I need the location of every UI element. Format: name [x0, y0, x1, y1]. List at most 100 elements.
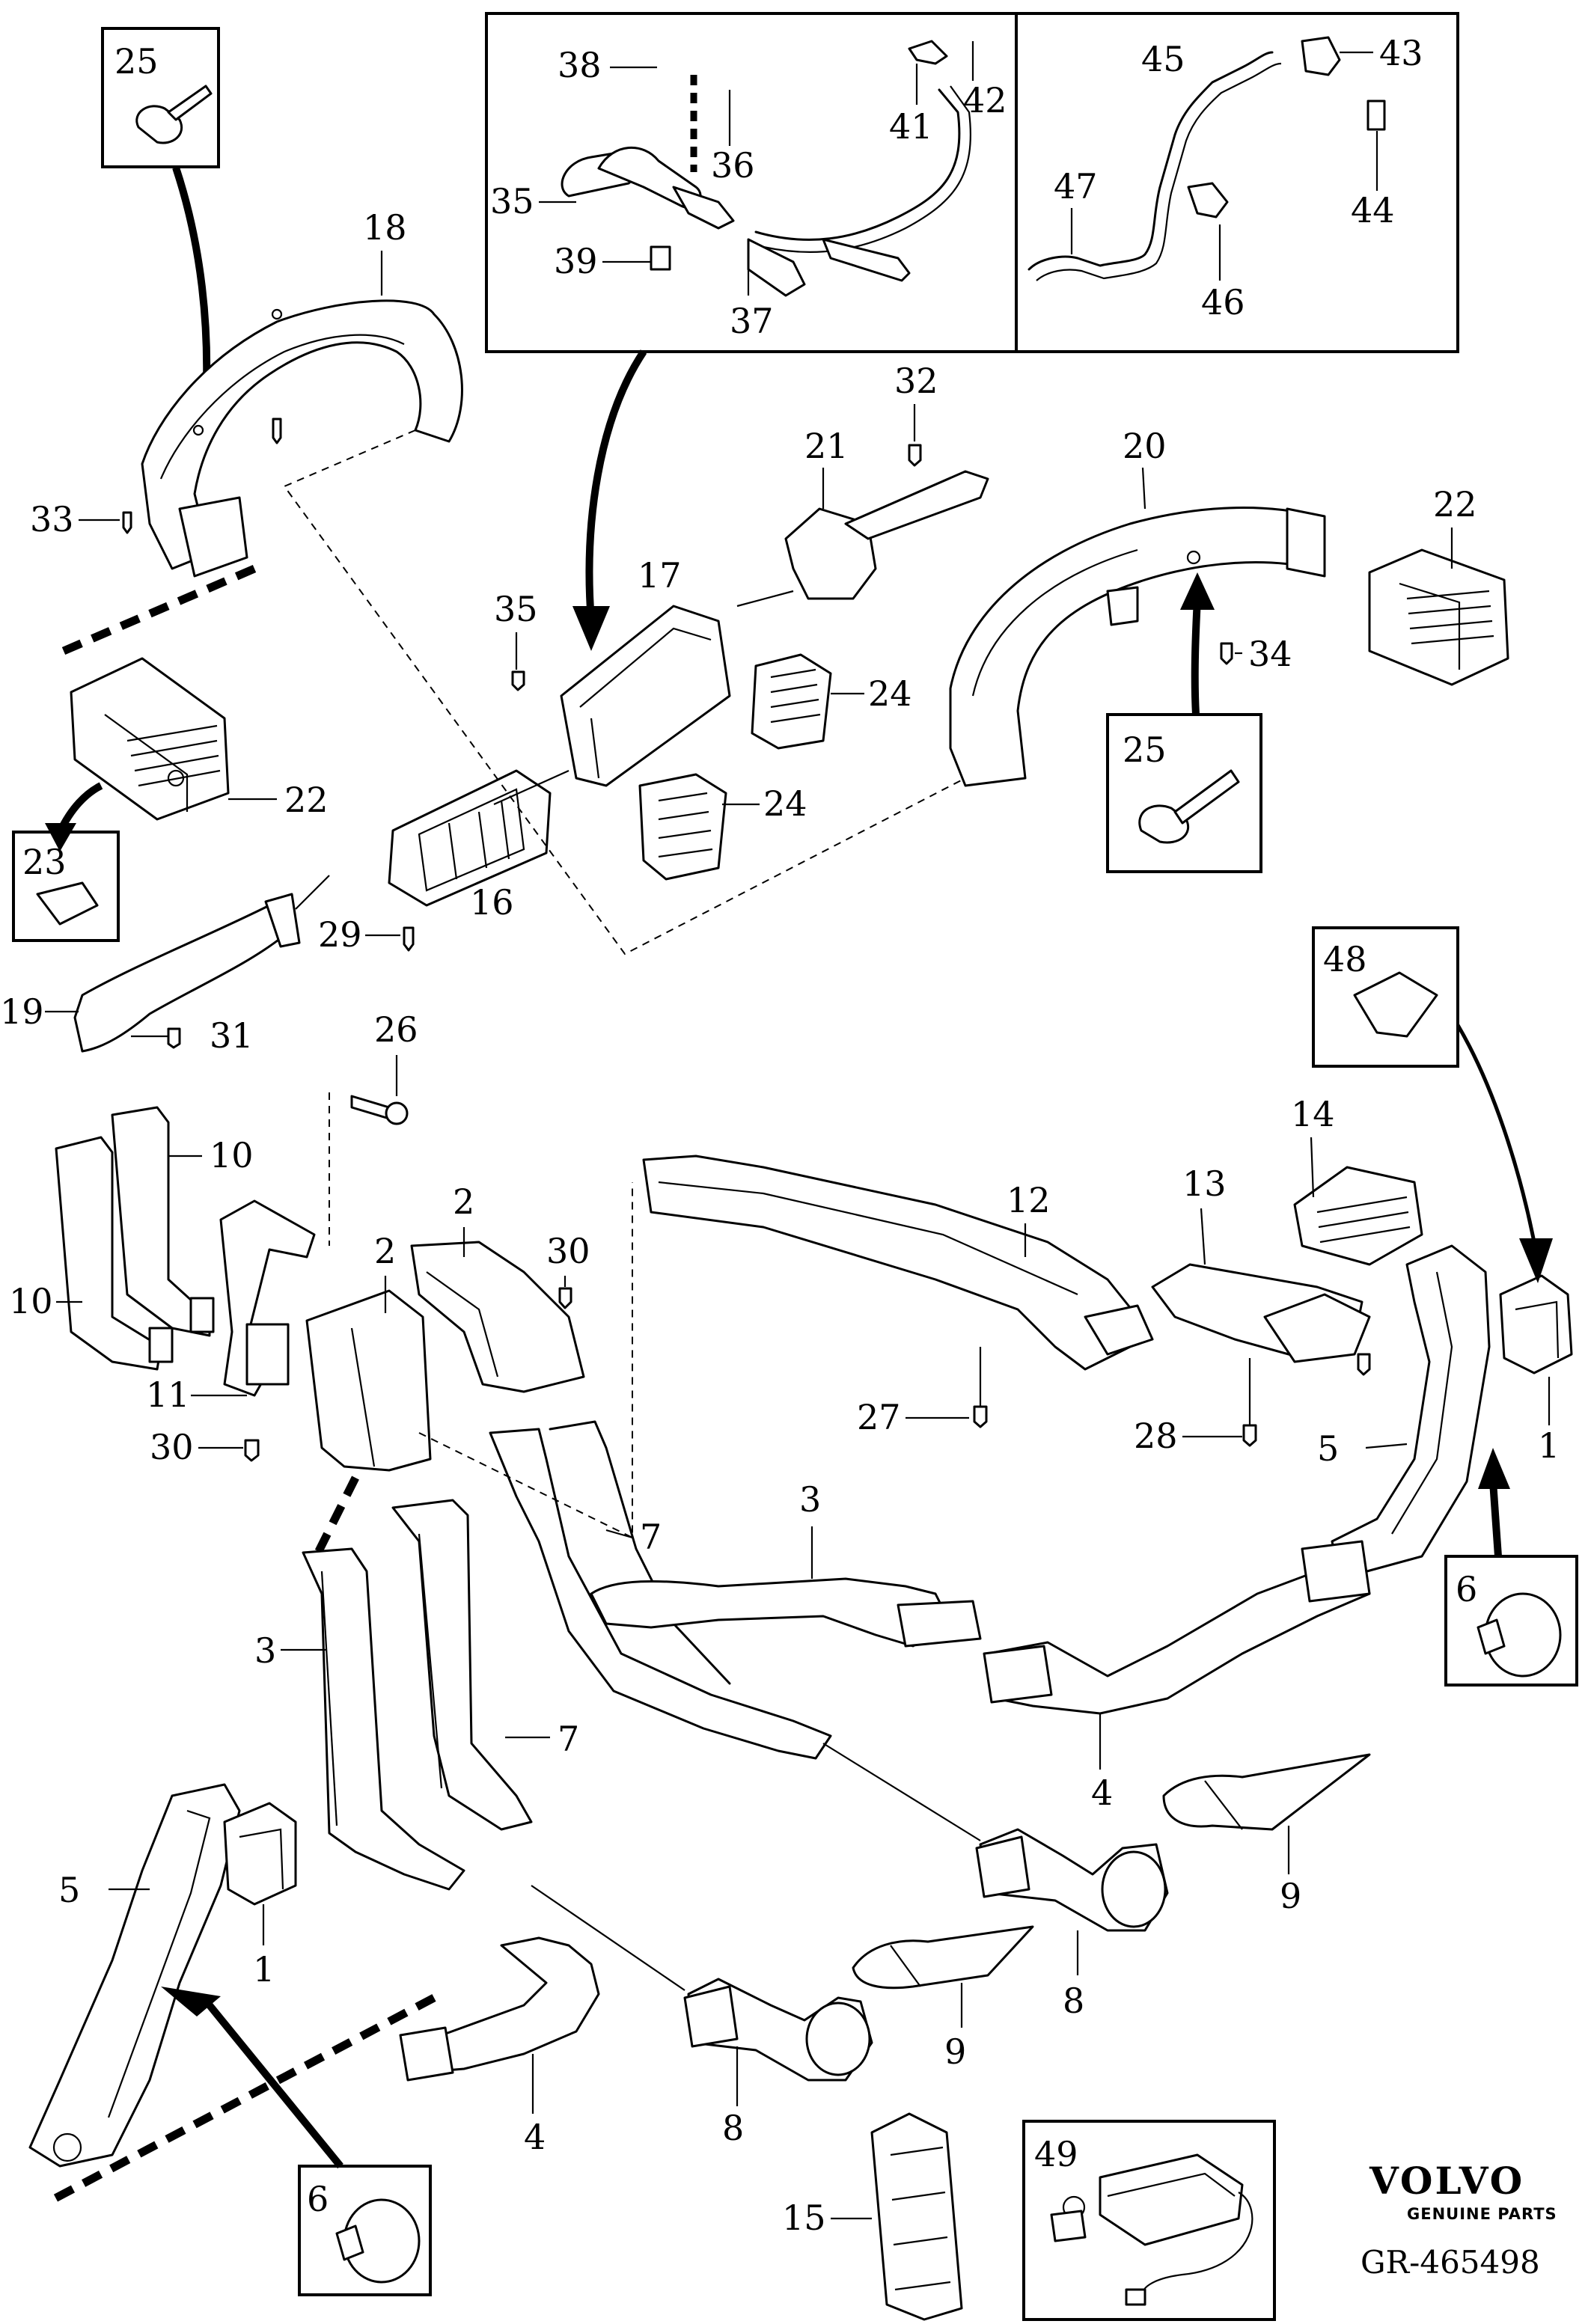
- callout-13: 13: [1182, 1163, 1227, 1204]
- callout-2-right: 2: [453, 1181, 474, 1222]
- duct-7-left: [391, 1499, 533, 1831]
- callout-4-right: 4: [1091, 1773, 1113, 1813]
- callout-26: 26: [374, 1009, 418, 1050]
- callout-7-right: 7: [640, 1517, 662, 1557]
- clip-icon: [36, 881, 99, 926]
- module-icon: [1050, 2153, 1253, 2306]
- clip-icon: [1138, 769, 1240, 844]
- callout-24-lower: 24: [763, 783, 807, 824]
- callout-49: 49: [1034, 2134, 1078, 2174]
- vent-9-left: [852, 1925, 1034, 1990]
- callout-43: 43: [1379, 33, 1423, 73]
- callout-10-lower: 10: [9, 1281, 53, 1321]
- callout-30-upper: 30: [546, 1231, 590, 1271]
- callout-46: 46: [1201, 282, 1245, 322]
- callout-10-upper: 10: [210, 1135, 254, 1175]
- callout-19: 19: [0, 991, 44, 1032]
- callout-20: 20: [1123, 426, 1167, 466]
- drawing-code: GR-465498: [1361, 2244, 1540, 2281]
- callout-44: 44: [1351, 190, 1395, 230]
- callout-28: 28: [1134, 1416, 1178, 1456]
- arrow-head-icon: [572, 606, 610, 651]
- callout-32: 32: [894, 361, 938, 401]
- callout-12: 12: [1007, 1180, 1051, 1220]
- duct-3-left: [302, 1547, 465, 1891]
- screw-icon: [350, 1095, 391, 1120]
- vent-1-right: [1499, 1274, 1573, 1374]
- bracket-16: [388, 769, 552, 907]
- callout-9-right: 9: [1280, 1876, 1301, 1916]
- vent-14: [1293, 1166, 1423, 1266]
- callout-3-right: 3: [799, 1479, 821, 1520]
- callout-31: 31: [210, 1015, 254, 1056]
- callout-9-left: 9: [944, 2031, 966, 2072]
- brand-subtitle: GENUINE PARTS: [1407, 2205, 1557, 2223]
- brand-logo: VOLVO: [1369, 2159, 1524, 2203]
- duct-13: [1151, 1263, 1371, 1363]
- callout-5-left: 5: [58, 1870, 80, 1910]
- duct-7-right: [489, 1420, 832, 1760]
- duct-18: [141, 299, 463, 578]
- vent-24-lower: [638, 773, 727, 881]
- callout-7-left: 7: [558, 1719, 579, 1759]
- hose-inset-box: [485, 12, 1459, 353]
- callout-1-right: 1: [1538, 1425, 1560, 1466]
- vent-24-upper: [751, 653, 832, 750]
- callout-25-right: 25: [1123, 730, 1167, 770]
- callout-18: 18: [363, 207, 407, 248]
- vent-1-left: [223, 1802, 297, 1906]
- callout-8-right: 8: [1063, 1981, 1084, 2021]
- callout-22-left: 22: [284, 780, 329, 820]
- callout-47: 47: [1054, 166, 1098, 207]
- callout-4-left: 4: [524, 2117, 546, 2157]
- callout-2-left: 2: [374, 1231, 396, 1271]
- duct-3-right: [590, 1577, 982, 1648]
- vent-22-right: [1368, 548, 1509, 686]
- clip-icon: [1353, 971, 1438, 1038]
- duct-17: [560, 605, 731, 787]
- pin-icon: [335, 2198, 421, 2284]
- duct-10: [55, 1106, 215, 1371]
- duct-19: [73, 893, 301, 1053]
- duct-4-right: [983, 1540, 1371, 1715]
- callout-30-lower: 30: [150, 1427, 194, 1467]
- callout-22-right: 22: [1433, 484, 1477, 525]
- callout-16: 16: [470, 882, 514, 923]
- callout-25-left: 25: [114, 41, 159, 82]
- callout-24-upper: 24: [868, 673, 912, 714]
- callout-36: 36: [711, 145, 755, 186]
- duct-20: [949, 507, 1326, 787]
- callout-6-right: 6: [1456, 1569, 1477, 1609]
- callout-33: 33: [30, 499, 74, 539]
- callout-6-left: 6: [307, 2179, 329, 2219]
- callout-29: 29: [318, 914, 362, 955]
- duct-8-right: [975, 1828, 1169, 1932]
- callout-38: 38: [558, 45, 602, 85]
- callout-41: 41: [889, 106, 933, 147]
- vent-15: [870, 2112, 963, 2321]
- callout-21: 21: [804, 426, 849, 466]
- vent-22-left: [70, 657, 230, 821]
- callout-48: 48: [1323, 939, 1367, 979]
- callout-5-right: 5: [1317, 1428, 1339, 1469]
- callout-35-lower: 35: [494, 589, 538, 629]
- callout-15: 15: [782, 2198, 826, 2238]
- callout-27: 27: [857, 1397, 901, 1437]
- duct-8-left: [683, 1978, 873, 2082]
- duct-2: [305, 1241, 585, 1472]
- callout-11: 11: [146, 1374, 190, 1415]
- callout-42: 42: [963, 80, 1007, 120]
- vent-9-right: [1162, 1753, 1371, 1831]
- callout-17: 17: [638, 555, 682, 596]
- callout-39: 39: [554, 241, 598, 281]
- callout-34: 34: [1248, 634, 1292, 674]
- duct-4-left: [399, 1936, 600, 2082]
- duct-12: [642, 1155, 1154, 1371]
- callout-14: 14: [1291, 1094, 1335, 1134]
- module-11: [219, 1199, 316, 1397]
- callout-1-left: 1: [253, 1949, 275, 1990]
- duct-5-right: [1331, 1244, 1491, 1580]
- duct-21: [784, 470, 989, 600]
- callout-37: 37: [730, 301, 774, 341]
